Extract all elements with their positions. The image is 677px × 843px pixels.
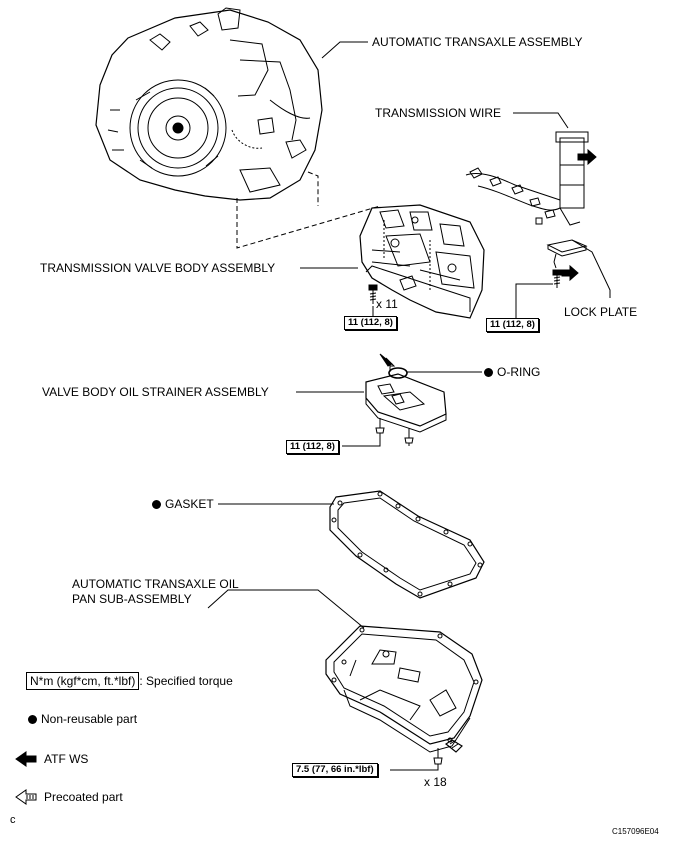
- label-gasket: GASKET: [152, 497, 214, 511]
- label-lock-plate: LOCK PLATE: [564, 305, 638, 319]
- automatic-transaxle-assembly-drawing: [95, 7, 323, 201]
- non-reusable-dot-icon: [28, 715, 37, 724]
- label-automatic-transaxle: AUTOMATIC TRANSAXLE ASSEMBLY: [372, 35, 583, 49]
- torque-oil-pan: 7.5 (77, 66 in.*lbf): [292, 763, 378, 777]
- atf-arrow-icon: [577, 148, 597, 166]
- alignment-line: [236, 198, 381, 249]
- torque-valve-body: 11 (112, 8): [344, 316, 397, 330]
- label-oil-pan-line1: AUTOMATIC TRANSAXLE OIL: [72, 577, 239, 591]
- alignment-line: [307, 171, 319, 206]
- label-transmission-wire: TRANSMISSION WIRE: [375, 106, 502, 120]
- oil-pan-drawing: [325, 625, 483, 753]
- leader-line: [342, 433, 410, 447]
- label-o-ring: O-RING: [484, 365, 540, 379]
- leader-line: [321, 41, 368, 59]
- corner-letter: c: [10, 814, 16, 826]
- precoated-arrow-icon: [15, 789, 37, 805]
- label-oil-strainer: VALVE BODY OIL STRAINER ASSEMBLY: [42, 385, 269, 399]
- leader-line: [513, 112, 569, 129]
- transmission-wire-drawing: [465, 131, 589, 226]
- label-valve-bolt-count: x 11: [376, 297, 398, 311]
- valve-body-bolt: [368, 284, 378, 304]
- label-gasket-text: GASKET: [165, 497, 214, 511]
- non-reusable-dot-icon: [152, 500, 161, 509]
- valve-body-drawing: [359, 204, 485, 319]
- leader-line: [515, 283, 553, 318]
- atf-arrow-icon: [15, 751, 37, 767]
- legend-non-reusable-text: Non-reusable part: [41, 712, 138, 726]
- gasket-drawing: [329, 490, 485, 599]
- label-oil-pan-line2: PAN SUB-ASSEMBLY: [72, 592, 192, 606]
- lock-plate-drawing: [546, 239, 588, 269]
- oil-pan-bolt: [433, 748, 443, 765]
- torque-lock-plate: 11 (112, 8): [486, 318, 539, 332]
- legend-torque-desc: : Specified torque: [139, 674, 233, 688]
- label-valve-body: TRANSMISSION VALVE BODY ASSEMBLY: [40, 261, 276, 275]
- label-pan-bolt-count: x 18: [424, 775, 447, 789]
- leader-line: [207, 589, 365, 629]
- precoated-arrow-icon: [444, 739, 463, 753]
- leader-line: [571, 239, 611, 298]
- atf-arrow-icon: [379, 353, 393, 367]
- torque-strainer: 11 (112, 8): [286, 440, 339, 454]
- precoated-arrow-hatching: [449, 739, 459, 749]
- atf-arrow-icon: [561, 264, 579, 282]
- oil-strainer-drawing: [365, 373, 447, 433]
- lock-plate-bolt: [552, 269, 562, 288]
- leader-line: [390, 764, 439, 771]
- strainer-bolts: [375, 418, 414, 444]
- legend-non-reusable: Non-reusable part: [28, 712, 137, 726]
- legend-torque: N*m (kgf*cm, ft.*lbf): Specified torque: [26, 672, 233, 690]
- label-o-ring-text: O-RING: [497, 365, 541, 379]
- legend-atf: ATF WS: [44, 752, 89, 766]
- figure-id: C157096E04: [612, 827, 659, 836]
- o-ring-drawing: [388, 367, 408, 379]
- legend-torque-unit: N*m (kgf*cm, ft.*lbf): [26, 672, 140, 690]
- legend-precoated: Precoated part: [44, 790, 123, 804]
- non-reusable-dot-icon: [484, 368, 493, 377]
- precoated-arrow-hatching: [26, 795, 34, 799]
